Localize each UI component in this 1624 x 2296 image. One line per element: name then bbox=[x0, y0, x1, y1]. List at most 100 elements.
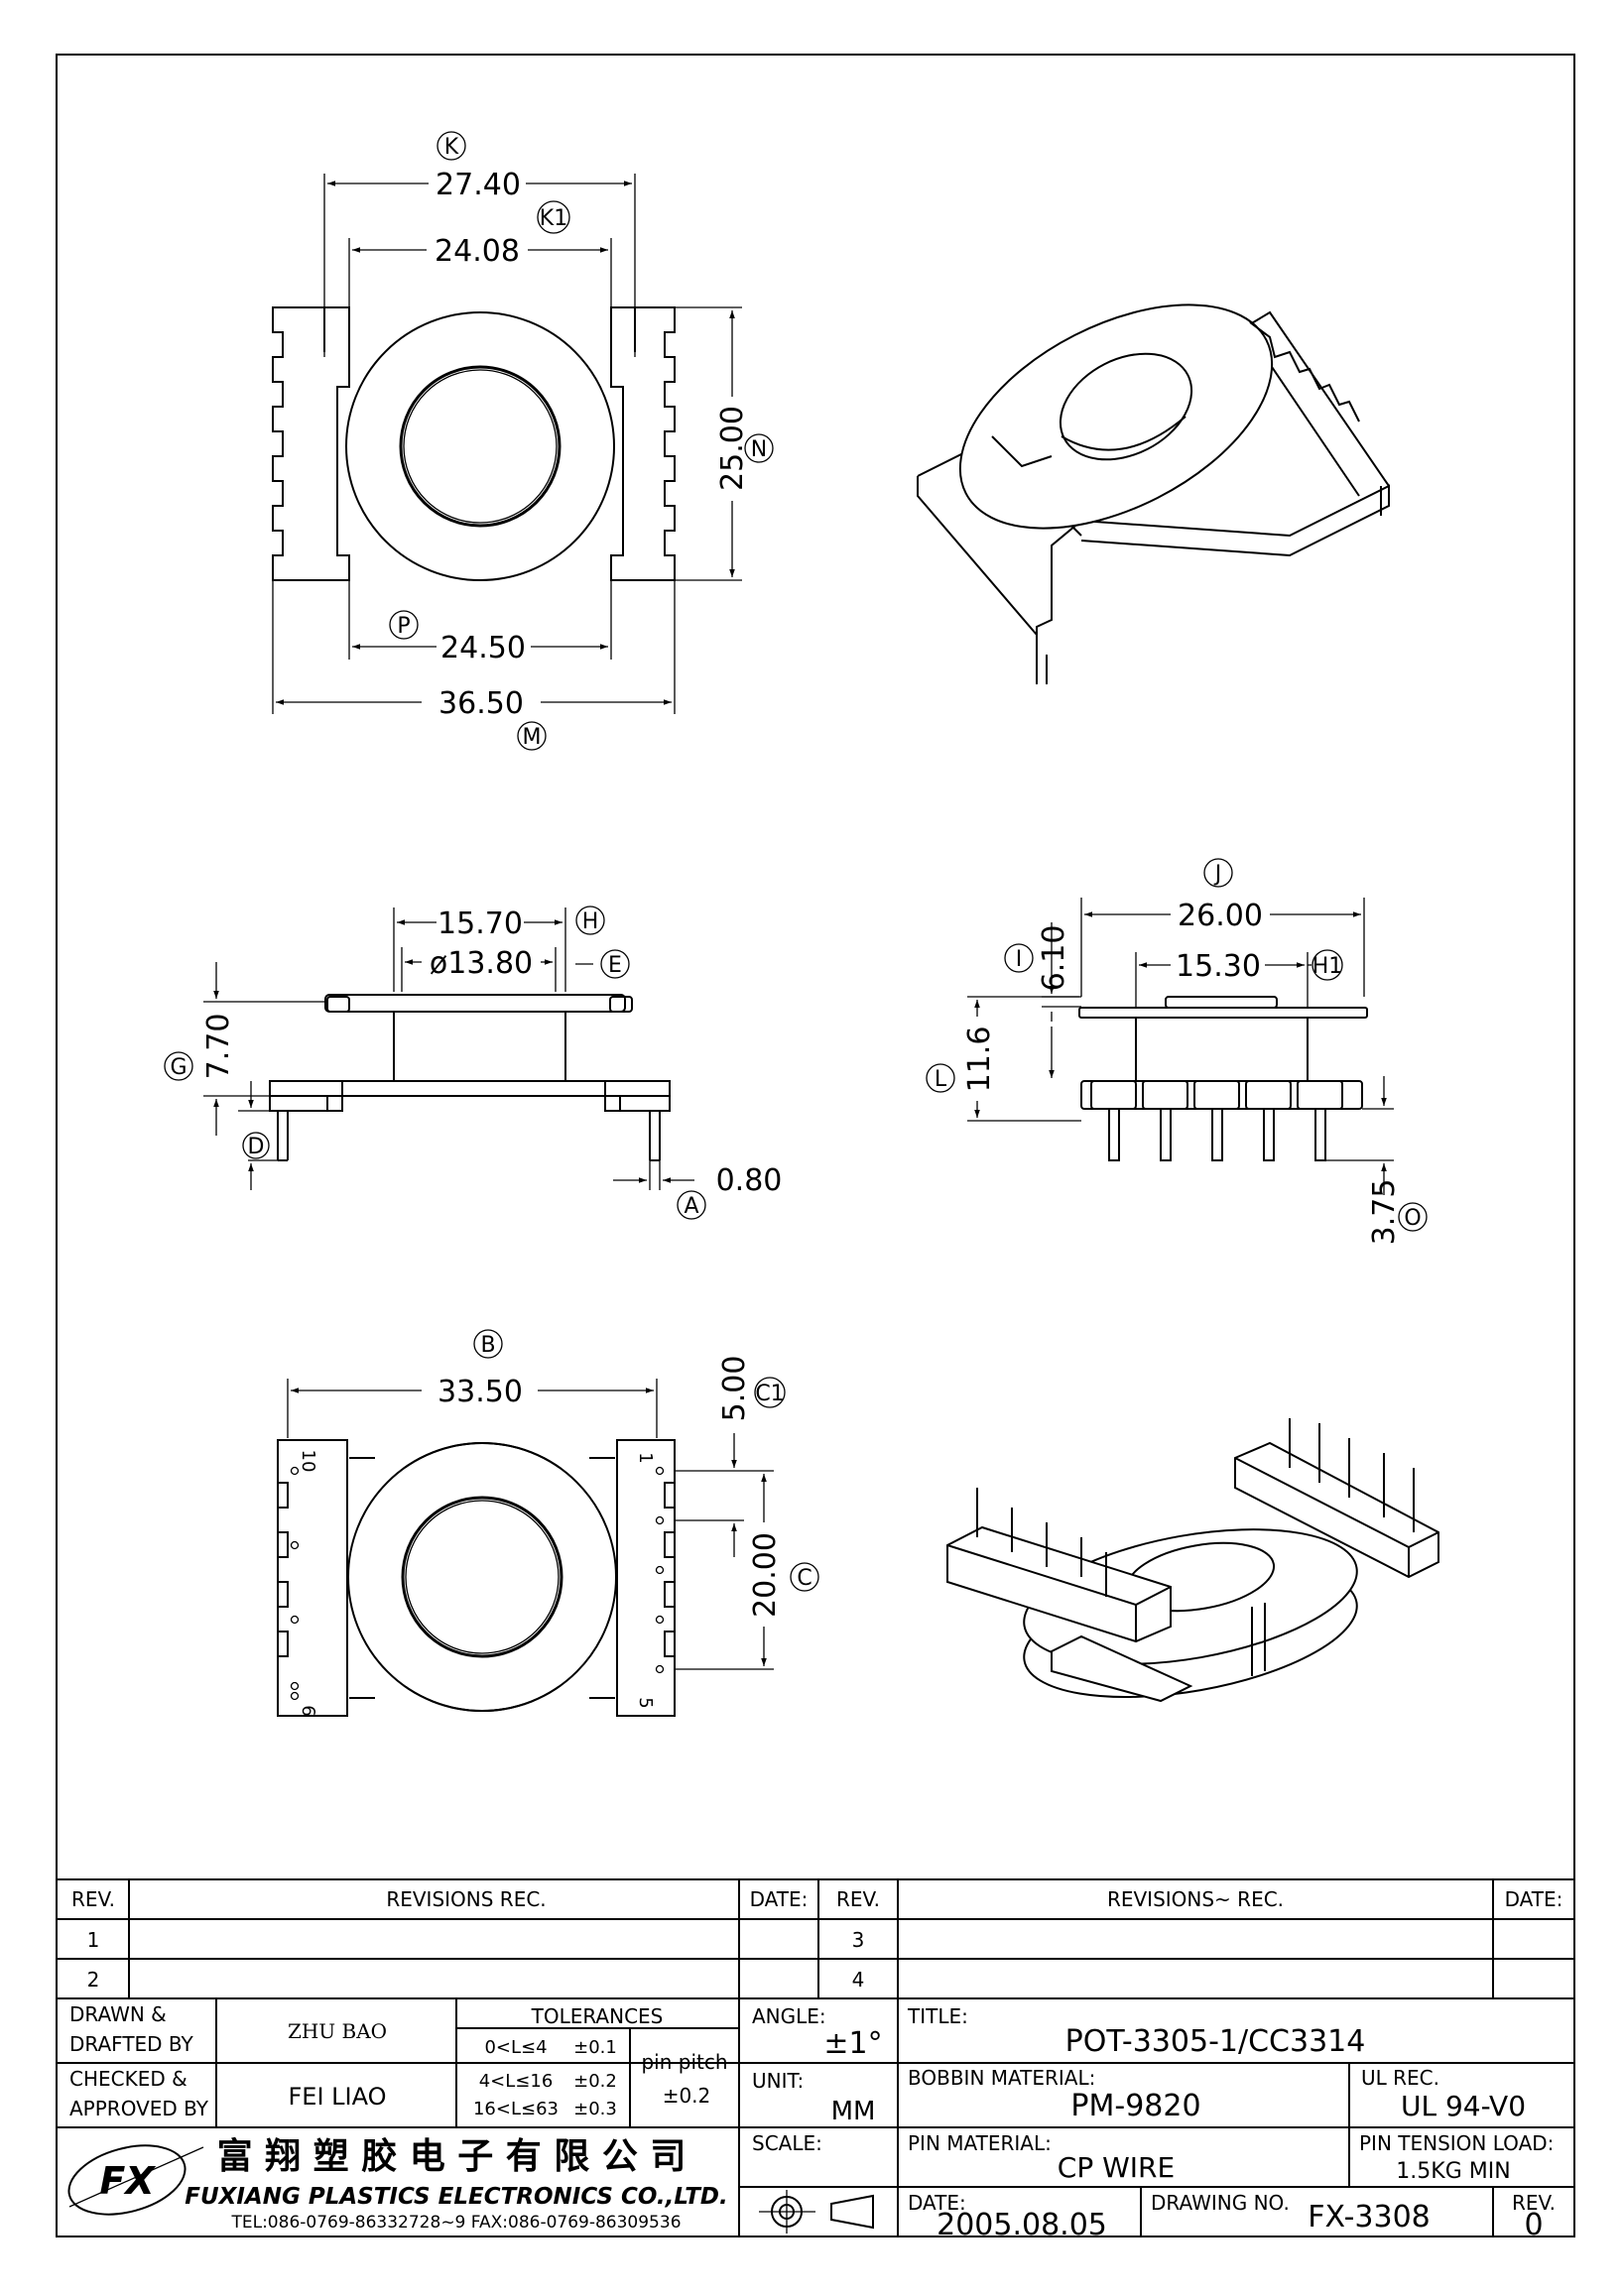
dim-o-label: O bbox=[1404, 1206, 1421, 1231]
ul-rec-value: UL 94-V0 bbox=[1401, 2090, 1526, 2122]
front-view: 15.70 H ø13.80 E 7.70 G bbox=[164, 906, 783, 1220]
company-name-cn: 富 翔 塑 胶 电 子 有 限 公 司 bbox=[217, 2135, 687, 2177]
tol-2-range: 4<L≤16 bbox=[479, 2071, 554, 2092]
dim-p-value: 24.50 bbox=[440, 631, 526, 665]
tol-1-range: 0<L≤4 bbox=[484, 2037, 547, 2058]
pin-tension-label: PIN TENSION LOAD: bbox=[1359, 2131, 1554, 2155]
approved-label: APPROVED BY bbox=[69, 2097, 209, 2120]
checked-by: FEI LIAO bbox=[288, 2083, 386, 2111]
title-label: TITLE: bbox=[907, 2004, 968, 2028]
bottom-core-hole bbox=[401, 1496, 563, 1658]
pin-pitch-label: pin pitch bbox=[641, 2050, 727, 2074]
dim-a-value: 0.80 bbox=[716, 1163, 783, 1198]
date-value: 2005.08.05 bbox=[937, 2208, 1107, 2242]
dim-k1-value: 24.08 bbox=[435, 234, 520, 269]
drafted-label: DRAFTED BY bbox=[69, 2032, 194, 2056]
unit-label: UNIT: bbox=[752, 2069, 804, 2093]
dim-m-label: M bbox=[523, 725, 542, 750]
dim-b-label: B bbox=[480, 1333, 495, 1358]
dim-a-label: A bbox=[684, 1194, 698, 1219]
scale-label: SCALE: bbox=[752, 2131, 822, 2155]
bobbin-material-value: PM-9820 bbox=[1070, 2089, 1200, 2123]
drawing-no-value: FX-3308 bbox=[1308, 2200, 1431, 2235]
top-left-flange bbox=[272, 306, 350, 581]
ul-rec-label: UL REC. bbox=[1361, 2066, 1439, 2090]
dim-n-value: 25.00 bbox=[715, 406, 750, 491]
projection-symbol-icon bbox=[759, 2190, 874, 2234]
dim-g-label: G bbox=[170, 1055, 187, 1080]
rev-row-4: 4 bbox=[852, 1968, 865, 1992]
tol-1-value: ±0.1 bbox=[573, 2037, 617, 2058]
rev-row-3: 3 bbox=[852, 1928, 865, 1952]
dim-b-value: 33.50 bbox=[437, 1375, 523, 1409]
dim-p-label: P bbox=[397, 614, 410, 639]
drawn-by: ZHU BAO bbox=[288, 2019, 387, 2043]
isometric-view-top bbox=[917, 303, 1390, 684]
pin-material-value: CP WIRE bbox=[1058, 2151, 1175, 2184]
checked-label: CHECKED & bbox=[69, 2067, 187, 2091]
pin-material-label: PIN MATERIAL: bbox=[908, 2131, 1052, 2155]
side-view: 26.00 J 15.30 H1 6.10 I bbox=[926, 858, 1428, 1246]
inner-border bbox=[56, 54, 1575, 2237]
dim-m-value: 36.50 bbox=[438, 686, 524, 721]
dim-c1-label: C1 bbox=[755, 1382, 784, 1406]
dim-g-value: 7.70 bbox=[201, 1014, 236, 1080]
pin-tension-value: 1.5KG MIN bbox=[1396, 2159, 1510, 2184]
revision-table: REV. REVISIONS REC. DATE: REV. REVISIONS… bbox=[56, 1878, 1575, 1999]
rev-value: 0 bbox=[1524, 2208, 1543, 2242]
dim-l-value: 11.6 bbox=[962, 1027, 997, 1093]
dim-e-value: ø13.80 bbox=[430, 946, 533, 981]
dim-k-label: K bbox=[444, 135, 459, 160]
revisions-rec-header-2: REVISIONS~ REC. bbox=[1107, 1887, 1284, 1911]
pin-pitch-value: ±0.2 bbox=[663, 2084, 711, 2108]
dim-l-label: L bbox=[935, 1067, 947, 1092]
dim-d-label: D bbox=[248, 1135, 265, 1159]
bottom-view: 33.50 B 10 6 1 5 bbox=[277, 1329, 819, 1717]
isometric-view-bottom bbox=[946, 1418, 1439, 1703]
revisions-rec-header: REVISIONS REC. bbox=[386, 1887, 546, 1911]
dim-i-label: I bbox=[1016, 947, 1023, 972]
rev-label: REV. bbox=[1512, 2191, 1556, 2215]
dim-k-value: 27.40 bbox=[436, 168, 521, 202]
company-logo-icon: FX bbox=[67, 2144, 204, 2216]
dim-o-value: 3.75 bbox=[1367, 1179, 1402, 1246]
tol-3-value: ±0.3 bbox=[573, 2099, 617, 2119]
bobbin-material-label: BOBBIN MATERIAL: bbox=[908, 2066, 1095, 2090]
top-right-flange bbox=[610, 306, 676, 581]
dim-n-label: N bbox=[751, 437, 767, 462]
dim-c1-value: 5.00 bbox=[717, 1356, 752, 1422]
title-block: DRAWN & DRAFTED BY ZHU BAO CHECKED & APP… bbox=[56, 1997, 1575, 2242]
company-contact: TEL:086-0769-86332728~9 FAX:086-0769-863… bbox=[230, 2213, 681, 2233]
pin-10-label: 10 bbox=[298, 1450, 318, 1473]
rev-header: REV. bbox=[71, 1887, 115, 1911]
dim-j-value: 26.00 bbox=[1178, 899, 1263, 933]
dim-i-value: 6.10 bbox=[1037, 925, 1071, 992]
angle-value: ±1° bbox=[823, 2026, 882, 2061]
dim-c-label: C bbox=[797, 1566, 812, 1591]
drawing-no-label: DRAWING NO. bbox=[1151, 2191, 1290, 2215]
iso1-flange bbox=[958, 303, 1274, 530]
tol-2-value: ±0.2 bbox=[573, 2071, 617, 2092]
tol-3-range: 16<L≤63 bbox=[473, 2099, 559, 2119]
top-view: 27.40 K 24.08 K1 25.00 N 24.50 P bbox=[272, 131, 774, 751]
pin-1-label: 1 bbox=[635, 1452, 656, 1463]
date-header: DATE: bbox=[750, 1887, 809, 1911]
unit-value: MM bbox=[831, 2097, 876, 2126]
drawn-label: DRAWN & bbox=[69, 2002, 167, 2026]
pin-6-label: 6 bbox=[298, 1705, 318, 1716]
date-header-2: DATE: bbox=[1505, 1887, 1563, 1911]
company-name-en: FUXIANG PLASTICS ELECTRONICS CO.,LTD. bbox=[185, 2184, 728, 2210]
date-label: DATE: bbox=[908, 2191, 966, 2215]
angle-label: ANGLE: bbox=[752, 2004, 826, 2028]
dim-h1-label: H1 bbox=[1312, 954, 1343, 979]
pin-5-label: 5 bbox=[635, 1697, 656, 1708]
rev-row-2: 2 bbox=[87, 1968, 100, 1992]
top-core-hole bbox=[399, 365, 562, 528]
dim-h-label: H bbox=[582, 909, 599, 934]
outer-border bbox=[56, 54, 1575, 2237]
dim-h1-value: 15.30 bbox=[1176, 949, 1261, 984]
title-value: POT-3305-1/CC3314 bbox=[1065, 2024, 1366, 2059]
rev-header-2: REV. bbox=[836, 1887, 880, 1911]
dim-e-label: E bbox=[608, 953, 622, 978]
